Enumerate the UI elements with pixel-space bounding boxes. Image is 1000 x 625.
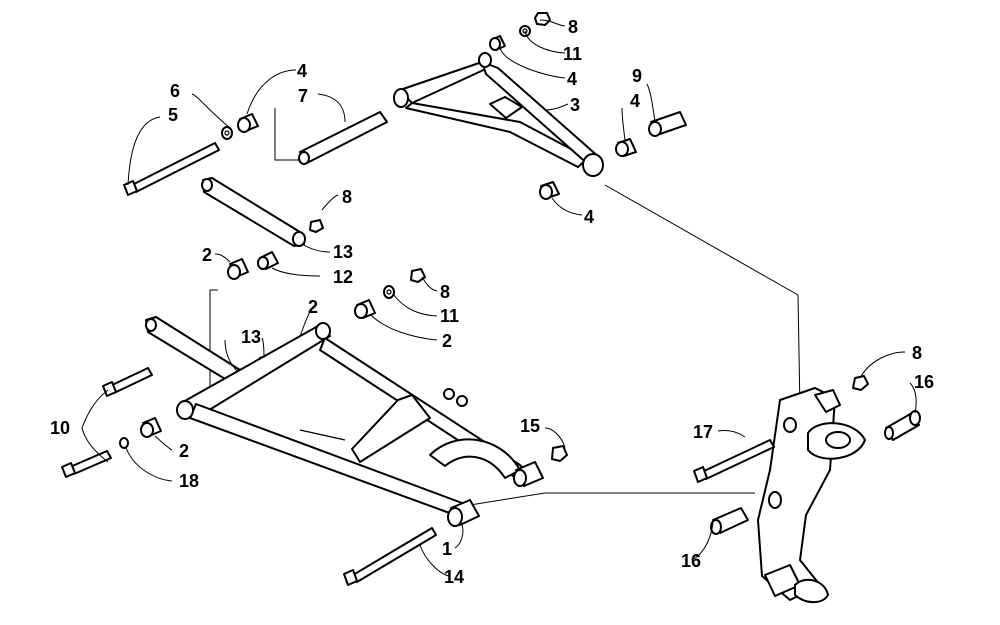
callout-4-lower-bushing: 4	[584, 207, 594, 227]
callout-10-bolts: 10	[50, 418, 70, 438]
callout-2-mid-bushing: 2	[308, 297, 318, 317]
callout-11-top-washer: 11	[563, 44, 582, 64]
link-bushing-2-upper	[227, 258, 249, 280]
guide-line-upper-bolt	[274, 108, 300, 161]
guide-line-upper-arm-to-knuckle	[604, 184, 801, 411]
upper-a-arm	[393, 52, 604, 177]
steering-knuckle	[757, 387, 866, 604]
callout-16-top-sleeve: 16	[914, 372, 934, 392]
callout-2-lower-bushing: 2	[179, 441, 189, 461]
knuckle-bolt-17	[693, 439, 775, 483]
lower-arm-bushing-front-1	[447, 499, 480, 527]
upper-arm-washer-left	[221, 126, 233, 140]
upper-arm-bushing-left	[237, 113, 259, 133]
callout-leaders	[81, 19, 917, 577]
callout-12-spacer: 12	[333, 267, 353, 287]
callout-8-mid-nut: 8	[440, 282, 450, 302]
upper-arm-sleeve-7	[298, 111, 388, 165]
callout-3-upper-arm: 3	[570, 95, 580, 115]
callout-1-lower-arm: 1	[442, 539, 452, 559]
lower-arm-bolt-10-upper	[102, 367, 153, 397]
callout-11-mid-washer: 11	[440, 306, 459, 326]
link-spacer-12	[257, 251, 279, 270]
callout-2-mid-right-bushing: 2	[442, 331, 452, 351]
callout-2-upper-bushing: 2	[202, 245, 212, 265]
callout-9-sleeve: 9	[632, 66, 642, 86]
callout-8-top-nut: 8	[568, 17, 578, 37]
callout-7-sleeve: 7	[298, 86, 308, 106]
upper-arm-nut-top	[534, 12, 551, 26]
callout-18-washer: 18	[179, 471, 199, 491]
stabilizer-link-upper	[201, 177, 306, 247]
lower-arm-bushing-rear	[513, 461, 544, 487]
lower-arm-nut-15	[551, 445, 568, 462]
callout-5-bolt: 5	[168, 105, 178, 125]
lower-arm-washer-11	[383, 285, 395, 299]
callout-4-top-bushing: 4	[567, 69, 577, 89]
knuckle-sleeve-16-bottom	[710, 507, 749, 535]
callout-8-link-nut: 8	[342, 187, 352, 207]
callout-17-bolt: 17	[693, 422, 713, 442]
knuckle-sleeve-16-top	[884, 410, 921, 441]
callout-4-left-bushing: 4	[297, 61, 307, 81]
callout-labels: 8 11 4 3 9 4 4 6 5 4 7 8 13 2 12 8 11 2 …	[50, 17, 934, 587]
lower-arm-bushing-2-left	[140, 417, 162, 438]
upper-arm-sleeve-right	[648, 111, 687, 137]
knuckle-nut-8	[852, 375, 869, 391]
callout-15-nut: 15	[520, 416, 540, 436]
upper-arm-bushing-right	[615, 138, 637, 157]
guide-line-lower-bushing	[209, 289, 218, 395]
lower-arm-bushing-2-right	[354, 299, 376, 319]
callout-8-knuckle-nut: 8	[912, 343, 922, 363]
callout-13-upper-link: 13	[333, 242, 353, 262]
callout-16-bottom-sleeve: 16	[681, 551, 701, 571]
guide-line-lower-arm-to-knuckle	[469, 492, 755, 506]
lower-a-arm	[176, 322, 531, 516]
callout-14-bolt: 14	[444, 567, 464, 587]
stabilizer-link-nut-upper	[309, 219, 324, 233]
lower-arm-bolt-10-lower	[61, 450, 112, 478]
callout-6-washer: 6	[170, 81, 180, 101]
lower-arm-washer-18	[119, 437, 129, 449]
upper-arm-bushing-top	[489, 35, 506, 51]
lower-arm-nut-8	[410, 268, 426, 283]
callout-4-right-bushing: 4	[630, 91, 640, 111]
lower-arm-bolt-14	[343, 527, 437, 586]
callout-13-lower-link: 13	[241, 327, 261, 347]
upper-arm-bushing-lower	[539, 181, 560, 200]
upper-arm-bolt	[123, 142, 220, 196]
